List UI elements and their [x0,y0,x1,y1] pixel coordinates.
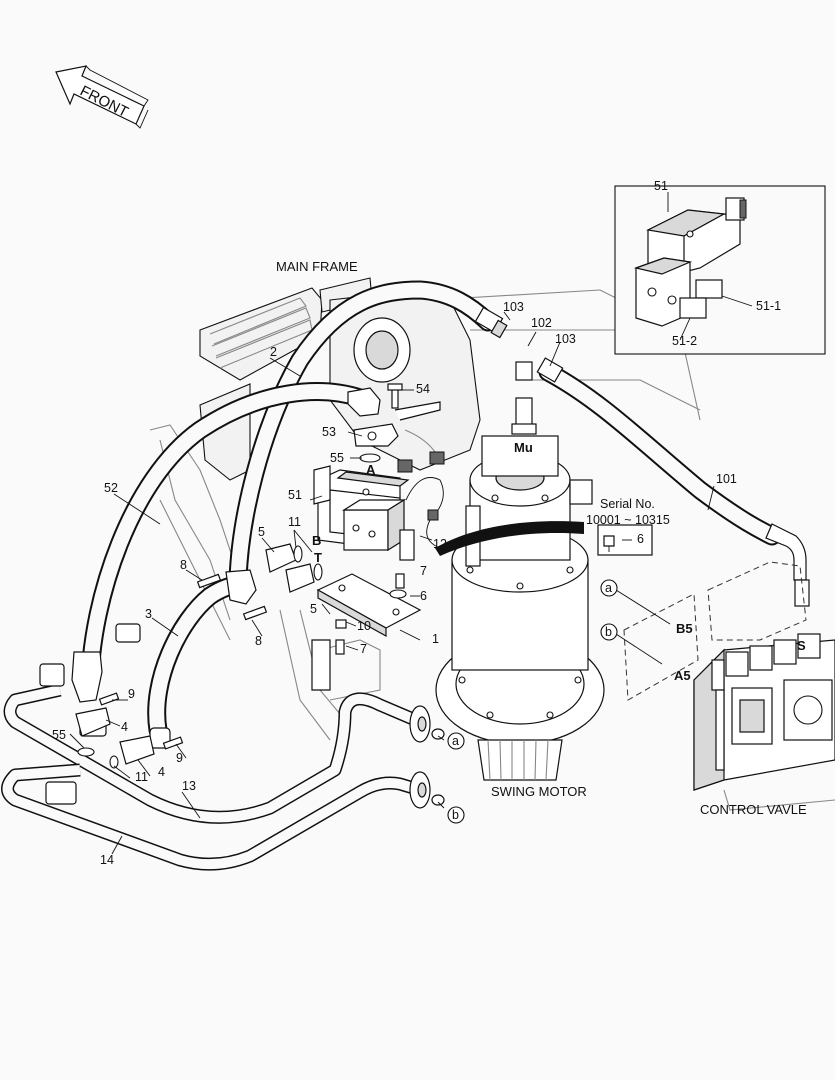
flanges-5 [265,543,323,593]
pipe-14 [1,763,422,871]
flange-b [409,771,445,809]
bolt-10 [335,619,347,629]
front-arrow: FRONT [55,65,149,129]
hose-fittings [71,306,564,749]
callout-4a: 4 [121,720,128,734]
washer-6 [389,589,407,599]
callout-5b: 5 [310,602,317,616]
callout-8a: 8 [180,558,187,572]
callout-8b: 8 [255,634,262,648]
port-mu-label: Mu [514,440,533,455]
hose-52 [80,382,370,690]
leader-lines [69,192,753,855]
bolt-7 [335,573,405,655]
callout-55a: 55 [330,451,344,465]
callout-54: 54 [416,382,430,396]
port-b-label: B [312,533,321,548]
main-frame-structure [149,277,701,741]
callout-12: 12 [433,537,447,551]
flange-53 [353,423,399,447]
control-valve-label: CONTROL VAVLE [700,802,807,817]
port-a5-label: A5 [674,668,691,683]
callout-7b: 7 [360,642,367,656]
lower-flanges-4-9-11 [75,692,184,769]
callout-53: 53 [322,425,336,439]
pipe-13 [3,683,423,824]
callout-14: 14 [100,853,114,867]
serial-title: Serial No. [600,497,655,511]
callout-9a: 9 [128,687,135,701]
hose-2 [228,280,498,590]
callout-103b: 103 [555,332,576,346]
port-a-label: A [366,462,376,477]
valve-block-51 [313,465,415,561]
callout-52: 52 [104,481,118,495]
swing-motor-label: SWING MOTOR [491,784,587,799]
marker-a-flange: a [452,734,459,748]
callout-1: 1 [432,632,439,646]
main-frame-label: MAIN FRAME [276,259,358,274]
callout-13: 13 [182,779,196,793]
swing-motor [435,361,605,781]
marker-b-valve: b [605,625,612,639]
callout-5a: 5 [258,525,265,539]
callout-51: 51 [288,488,302,502]
flange-a [409,705,445,743]
callout-11b: 11 [135,770,148,784]
port-t-label: T [314,550,322,565]
callout-102: 102 [531,316,552,330]
oring-55-top [359,453,381,463]
port-b5-label: B5 [676,621,693,636]
hose-3 [147,574,250,740]
hose-101 [538,362,810,607]
callout-51-2: 51-2 [672,334,697,348]
callout-51-1: 51-1 [756,299,781,313]
callout-6a: 6 [637,532,644,546]
callout-51-box: 51 [654,179,668,193]
callout-101: 101 [716,472,737,486]
control-valve-dashed-outline [623,561,807,701]
bolts-8 [196,573,268,621]
wiring-harness-12 [397,451,445,549]
bolt-54 [387,383,403,409]
marker-b-flange: b [452,808,459,822]
callout-55b: 55 [52,728,66,742]
inset-valve-detail-box [614,185,826,355]
serial-range: 10001 ~ 10315 [586,513,670,527]
callout-7a: 7 [420,564,427,578]
marker-a-valve: a [605,581,612,595]
control-valve [693,633,835,811]
callout-103a: 103 [503,300,524,314]
callout-4b: 4 [158,765,165,779]
port-s-label: S [797,638,806,653]
callout-11a: 11 [288,515,301,529]
text-labels: MAIN FRAME SWING MOTOR CONTROL VAVLE Ser… [52,179,807,867]
callout-3: 3 [145,607,152,621]
mounting-plate-1 [316,573,422,638]
marker-circles [447,579,618,824]
callout-2: 2 [270,345,277,359]
callout-10: 10 [357,619,371,633]
callout-9b: 9 [176,751,183,765]
callout-6b: 6 [420,589,427,603]
